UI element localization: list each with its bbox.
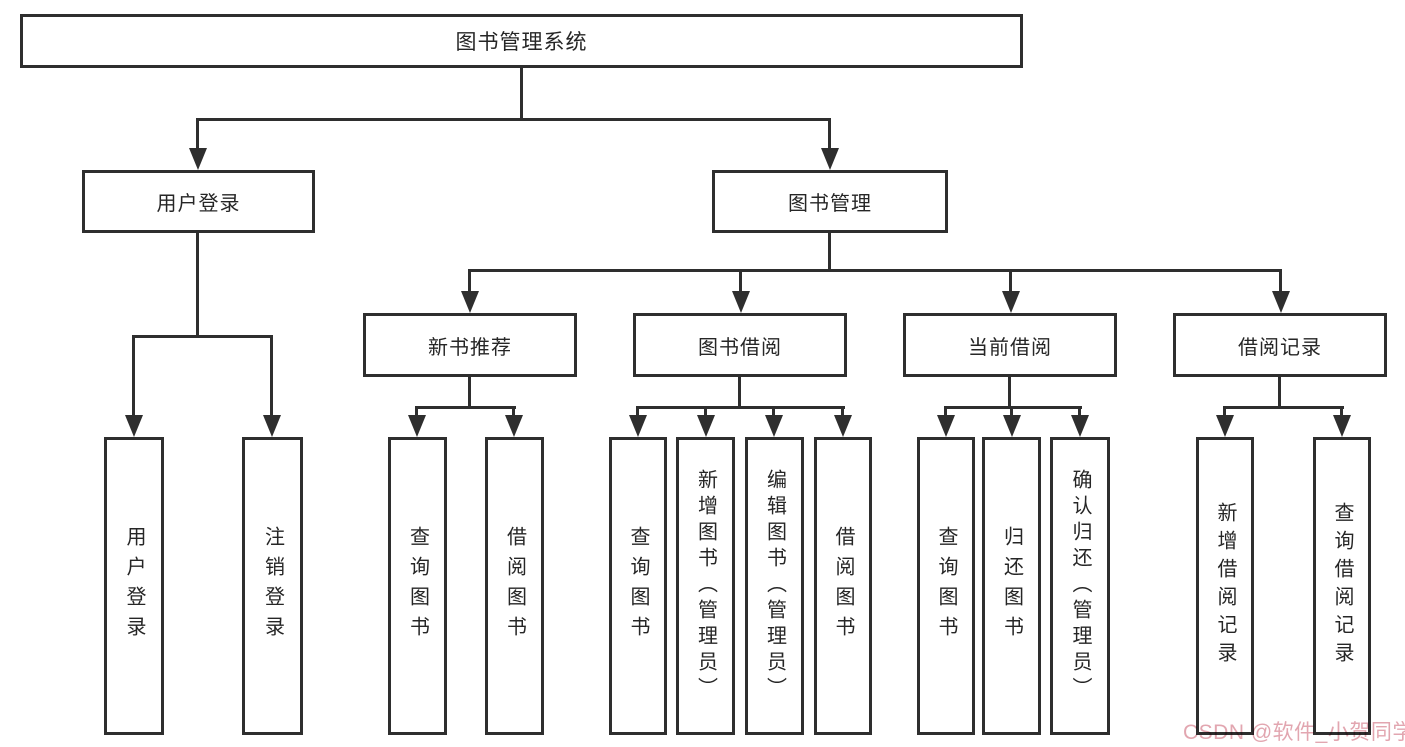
node-book-borrow: 图书借阅 — [633, 313, 847, 377]
arrowhead-borrowrecord — [1272, 291, 1290, 313]
connector-borrowrecord-rail — [1223, 406, 1344, 409]
arrowhead-bookmgmt — [821, 148, 839, 170]
node-rec-query-book: 查询图书 — [388, 437, 447, 735]
node-leaf-user-login-label: 用户登录 — [123, 526, 145, 646]
connector-newbookrec-stem — [468, 377, 471, 406]
node-current-borrow-label: 当前借阅 — [968, 336, 1052, 359]
arrowhead-bb-borrow — [834, 415, 852, 437]
arrowhead-bookborrow — [732, 291, 750, 313]
node-book-management-label: 图书管理 — [788, 193, 872, 215]
arrowhead-leaf-userlogin — [125, 415, 143, 437]
connector-newbookrec-rail — [415, 406, 516, 409]
node-rec-query-book-label: 查询图书 — [406, 526, 429, 646]
connector-cb-return-shaft — [1010, 406, 1013, 418]
node-cb-query-book-label: 查询图书 — [935, 526, 957, 646]
arrowhead-bb-query — [629, 415, 647, 437]
node-user-login: 用户登录 — [82, 170, 315, 233]
node-user-login-label: 用户登录 — [156, 193, 241, 215]
node-new-book-recommend: 新书推荐 — [363, 313, 577, 377]
connector-rec-borrow-shaft — [512, 406, 515, 418]
connector-bb-query-shaft — [636, 406, 639, 418]
connector-cb-query-shaft — [944, 406, 947, 418]
connector-currentborrow-rail — [944, 406, 1082, 409]
connector-bookmgmt-stem — [828, 233, 831, 269]
arrowhead-cb-query — [937, 415, 955, 437]
arrowhead-leaf-logout — [263, 415, 281, 437]
arrowhead-rec-query — [408, 415, 426, 437]
connector-userlogin-rail — [132, 335, 273, 338]
node-cb-confirm-return-label: 确认归还（管理员） — [1069, 469, 1091, 703]
connector-root-stem — [520, 68, 523, 118]
arrowhead-newbookrec — [461, 291, 479, 313]
node-cb-query-book: 查询图书 — [917, 437, 975, 735]
connector-bookborrow-shaft — [739, 269, 742, 293]
node-book-management: 图书管理 — [712, 170, 948, 233]
connector-bookmgmt-shaft — [828, 118, 831, 152]
node-bb-edit-book-label: 编辑图书（管理员） — [763, 469, 786, 703]
node-bb-edit-book: 编辑图书（管理员） — [745, 437, 804, 735]
arrowhead-bb-add — [697, 415, 715, 437]
arrowhead-currentborrow — [1002, 291, 1020, 313]
node-cb-confirm-return: 确认归还（管理员） — [1050, 437, 1110, 735]
arrowhead-br-query — [1333, 415, 1351, 437]
connector-newbookrec-shaft — [468, 269, 471, 293]
connector-leaf-userlogin-shaft — [132, 335, 135, 417]
connector-bookborrow-rail — [636, 406, 845, 409]
node-bb-query-book: 查询图书 — [609, 437, 667, 735]
node-bb-borrow-book: 借阅图书 — [814, 437, 872, 735]
node-new-book-recommend-label: 新书推荐 — [428, 336, 512, 359]
connector-leaf-logout-shaft — [270, 335, 273, 417]
connector-br-query-shaft — [1340, 406, 1343, 418]
node-br-add-record: 新增借阅记录 — [1196, 437, 1254, 735]
node-bb-query-book-label: 查询图书 — [627, 526, 649, 646]
connector-bb-add-shaft — [704, 406, 707, 418]
node-root-label: 图书管理系统 — [455, 31, 588, 54]
node-root: 图书管理系统 — [20, 14, 1023, 68]
arrowhead-userlogin — [189, 148, 207, 170]
node-bb-borrow-book-label: 借阅图书 — [832, 526, 854, 646]
node-current-borrow: 当前借阅 — [903, 313, 1117, 377]
node-leaf-logout-label: 注销登录 — [261, 526, 284, 646]
node-leaf-user-login: 用户登录 — [104, 437, 164, 735]
csdn-watermark: CSDN @软件_小贺同学 — [1183, 721, 1405, 744]
node-borrow-record-label: 借阅记录 — [1238, 336, 1322, 359]
node-rec-borrow-book-label: 借阅图书 — [503, 526, 526, 646]
connector-bb-edit-shaft — [772, 406, 775, 418]
connector-cb-confirm-shaft — [1078, 406, 1081, 418]
node-rec-borrow-book: 借阅图书 — [485, 437, 544, 735]
connector-borrowrecord-stem — [1278, 377, 1281, 406]
connector-currentborrow-shaft — [1009, 269, 1012, 293]
connector-br-add-shaft — [1223, 406, 1226, 418]
node-br-add-record-label: 新增借阅记录 — [1214, 502, 1236, 670]
connector-root-rail — [196, 118, 831, 121]
arrowhead-cb-confirm — [1071, 415, 1089, 437]
connector-userlogin-stem — [196, 233, 199, 335]
node-cb-return-book: 归还图书 — [982, 437, 1041, 735]
arrowhead-rec-borrow — [505, 415, 523, 437]
node-borrow-record: 借阅记录 — [1173, 313, 1387, 377]
node-br-query-record: 查询借阅记录 — [1313, 437, 1371, 735]
node-leaf-logout: 注销登录 — [242, 437, 303, 735]
node-book-borrow-label: 图书借阅 — [698, 336, 782, 359]
connector-bookmgmt-rail — [468, 269, 1282, 272]
connector-rec-query-shaft — [415, 406, 418, 418]
connector-borrowrecord-shaft — [1279, 269, 1282, 293]
connector-bookborrow-stem — [738, 377, 741, 406]
node-br-query-record-label: 查询借阅记录 — [1331, 502, 1353, 670]
arrowhead-cb-return — [1003, 415, 1021, 437]
connector-currentborrow-stem — [1008, 377, 1011, 406]
node-cb-return-book-label: 归还图书 — [1000, 526, 1023, 646]
connector-userlogin-shaft — [196, 118, 199, 152]
arrowhead-bb-edit — [765, 415, 783, 437]
arrowhead-br-add — [1216, 415, 1234, 437]
node-bb-add-book: 新增图书（管理员） — [676, 437, 735, 735]
node-bb-add-book-label: 新增图书（管理员） — [694, 469, 717, 703]
connector-bb-borrow-shaft — [841, 406, 844, 418]
